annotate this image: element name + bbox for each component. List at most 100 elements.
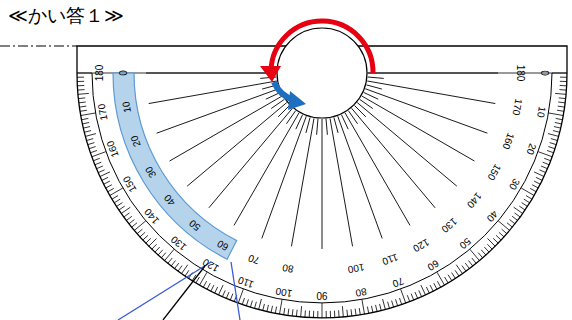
blue-line — [231, 262, 240, 320]
degree-tick — [419, 290, 422, 296]
title: ≪かい答１≫ — [8, 6, 124, 25]
degree-tick — [437, 281, 440, 287]
degree-tick — [85, 134, 96, 137]
degree-tick — [510, 220, 516, 224]
spoke-line — [209, 108, 293, 208]
degree-tick — [259, 299, 262, 310]
center-circle — [277, 28, 367, 118]
degree-tick — [250, 301, 252, 308]
degree-tick — [203, 281, 206, 287]
degree-tick — [465, 263, 469, 269]
degree-tick — [304, 310, 305, 317]
degree-tick — [469, 261, 473, 267]
degree-tick — [536, 177, 542, 180]
degree-tick — [200, 272, 208, 285]
degree-tick — [362, 300, 365, 315]
degree-tick — [538, 152, 552, 157]
spoke-line — [355, 106, 366, 117]
degree-tick — [559, 89, 566, 90]
degree-tick — [380, 304, 382, 311]
degree-tick — [292, 309, 294, 316]
degree-tick — [92, 152, 106, 157]
degree-tick — [181, 265, 187, 274]
degree-tick — [507, 223, 512, 227]
degree-tick — [79, 102, 86, 104]
degree-tick — [238, 289, 243, 303]
inner-scale-number: 10 — [121, 101, 133, 114]
degree-tick — [185, 270, 189, 276]
highlight-band — [113, 73, 237, 259]
degree-tick — [552, 73, 567, 74]
degree-tick — [496, 235, 501, 240]
degree-tick — [558, 106, 565, 108]
degree-tick — [161, 253, 166, 258]
degree-tick — [338, 310, 339, 317]
degree-tick — [484, 247, 489, 252]
degree-tick — [326, 311, 327, 318]
degree-tick — [146, 238, 151, 243]
degree-tick — [100, 172, 110, 177]
degree-tick — [376, 305, 378, 312]
degree-tick — [121, 207, 130, 213]
degree-tick — [534, 172, 544, 177]
spoke-line — [357, 103, 457, 187]
degree-tick — [222, 290, 225, 296]
degree-tick — [275, 307, 276, 314]
degree-tick — [226, 292, 229, 298]
degree-tick — [175, 263, 179, 269]
spoke-line — [157, 89, 279, 133]
spoke-line — [362, 96, 475, 161]
degree-tick — [82, 118, 89, 119]
dash-dot-line — [0, 46, 77, 47]
degree-tick — [430, 285, 433, 291]
spoke-line — [334, 117, 338, 132]
degree-tick — [534, 181, 540, 184]
degree-tick — [86, 139, 93, 141]
spoke-line — [286, 111, 295, 124]
spoke-line — [317, 119, 318, 135]
degree-tick — [521, 188, 534, 196]
degree-tick — [470, 249, 480, 260]
spoke-line — [330, 118, 353, 246]
outer-scale-number: 100 — [274, 285, 292, 298]
degree-tick — [82, 122, 89, 123]
outer-scale-number: 180 — [95, 65, 105, 82]
degree-tick — [267, 305, 269, 312]
degree-tick — [399, 298, 401, 305]
outer-scale-number: 80 — [354, 286, 367, 298]
degree-tick — [415, 292, 418, 298]
degree-tick — [84, 131, 91, 133]
degree-tick — [524, 199, 530, 203]
degree-tick — [152, 244, 157, 249]
degree-tick — [512, 216, 518, 220]
spoke-line — [291, 118, 314, 246]
degree-tick — [300, 306, 302, 317]
outer-scale-number: 10 — [535, 105, 547, 118]
degree-tick — [124, 213, 130, 217]
degree-tick — [514, 207, 523, 213]
spoke-line — [352, 108, 436, 208]
spoke-line — [234, 113, 299, 226]
degree-tick — [80, 110, 87, 111]
degree-tick — [83, 127, 90, 129]
degree-tick — [207, 283, 210, 289]
degree-tick — [455, 270, 459, 276]
spoke-line — [149, 81, 277, 104]
degree-tick — [434, 283, 437, 289]
spoke-line — [278, 106, 289, 117]
degree-tick — [526, 196, 532, 200]
degree-tick — [78, 93, 89, 95]
degree-tick — [165, 249, 175, 260]
degree-tick — [95, 162, 101, 165]
rotation-arrowhead — [260, 66, 281, 82]
degree-tick — [478, 253, 483, 258]
spoke-line — [326, 119, 327, 135]
degree-tick — [284, 308, 285, 315]
degree-tick — [168, 258, 172, 263]
degree-tick — [559, 97, 566, 99]
degree-tick — [158, 250, 163, 255]
degree-tick — [93, 158, 100, 161]
degree-tick — [88, 143, 95, 145]
degree-tick — [104, 181, 110, 184]
degree-tick — [448, 275, 452, 281]
